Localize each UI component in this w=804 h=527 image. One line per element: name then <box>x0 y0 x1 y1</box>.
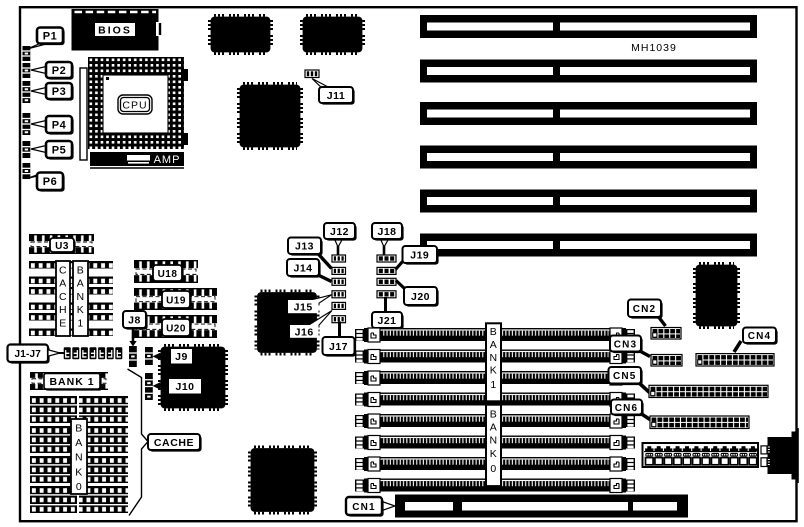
svg-text:J20: J20 <box>411 291 430 303</box>
svg-text:P3: P3 <box>52 86 66 98</box>
svg-text:K: K <box>490 365 498 377</box>
svg-text:A: A <box>77 278 85 290</box>
svg-text:B: B <box>77 265 85 277</box>
svg-text:MH1039: MH1039 <box>631 42 677 54</box>
svg-text:B: B <box>490 326 498 338</box>
svg-text:J15: J15 <box>294 302 313 314</box>
svg-text:N: N <box>489 435 497 447</box>
svg-text:P6: P6 <box>43 176 57 188</box>
svg-text:U18: U18 <box>158 269 178 280</box>
svg-text:0: 0 <box>490 463 496 475</box>
svg-text:J13: J13 <box>295 241 314 253</box>
svg-text:CN5: CN5 <box>613 371 637 382</box>
svg-text:J10: J10 <box>175 381 194 393</box>
svg-text:P1: P1 <box>43 30 57 42</box>
svg-text:J18: J18 <box>377 226 396 238</box>
svg-text:CN1: CN1 <box>352 502 376 513</box>
svg-text:0: 0 <box>76 481 82 493</box>
svg-text:J11: J11 <box>327 90 345 102</box>
svg-text:J8: J8 <box>128 314 141 326</box>
svg-text:1: 1 <box>490 379 496 391</box>
svg-text:CPU: CPU <box>122 100 147 112</box>
svg-text:K: K <box>77 304 85 316</box>
svg-text:U19: U19 <box>166 295 186 306</box>
svg-text:C: C <box>59 265 67 277</box>
svg-text:B: B <box>75 423 83 435</box>
svg-text:CN3: CN3 <box>614 339 638 350</box>
svg-text:CN6: CN6 <box>615 403 639 414</box>
svg-text:E: E <box>59 317 67 329</box>
svg-text:J21: J21 <box>377 315 396 327</box>
svg-text:BIOS: BIOS <box>98 25 132 37</box>
svg-text:A: A <box>75 437 83 449</box>
svg-text:K: K <box>75 466 83 478</box>
svg-text:J16: J16 <box>295 327 314 339</box>
svg-text:CACHE: CACHE <box>154 437 194 449</box>
svg-text:AMP: AMP <box>154 154 181 166</box>
svg-text:J1-J7: J1-J7 <box>14 349 41 360</box>
svg-text:CN2: CN2 <box>633 304 657 315</box>
svg-text:U20: U20 <box>166 323 186 334</box>
svg-text:H: H <box>59 304 67 316</box>
svg-text:J17: J17 <box>329 341 348 353</box>
svg-text:P5: P5 <box>52 144 66 156</box>
svg-text:A: A <box>59 278 67 290</box>
svg-text:N: N <box>489 352 497 364</box>
svg-text:P2: P2 <box>52 65 66 77</box>
svg-text:U3: U3 <box>55 241 69 252</box>
svg-text:BANK 1: BANK 1 <box>49 376 94 388</box>
svg-text:P4: P4 <box>52 119 67 131</box>
svg-text:J9: J9 <box>175 351 188 363</box>
svg-text:A: A <box>490 422 498 434</box>
svg-text:CN4: CN4 <box>748 331 772 342</box>
svg-text:J19: J19 <box>410 249 429 261</box>
svg-text:N: N <box>75 452 83 464</box>
svg-text:1: 1 <box>77 317 83 329</box>
svg-text:B: B <box>490 409 498 421</box>
svg-text:J12: J12 <box>330 226 349 238</box>
svg-text:J14: J14 <box>293 262 312 274</box>
svg-text:C: C <box>59 291 67 303</box>
svg-text:N: N <box>76 291 84 303</box>
svg-text:A: A <box>490 339 498 351</box>
svg-text:K: K <box>490 448 498 460</box>
